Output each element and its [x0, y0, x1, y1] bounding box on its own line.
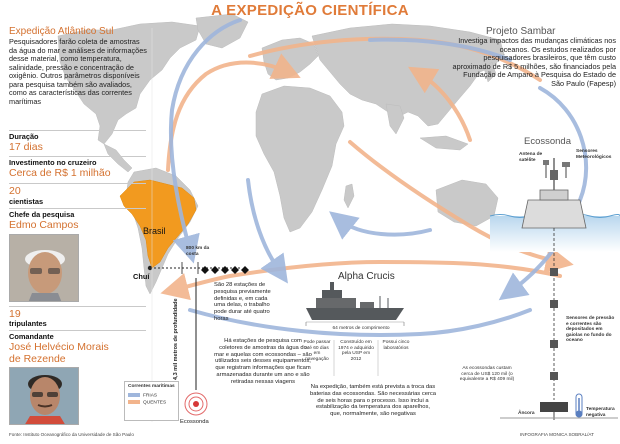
- left-block-heading: Expedição Atlântico Sul: [9, 26, 114, 37]
- ecossonda-signal: [184, 392, 208, 416]
- station-diamond: [241, 266, 249, 274]
- land-australia: [435, 179, 499, 227]
- ecossonda-diagram: [489, 158, 620, 420]
- cold-current-indian: [329, 211, 432, 240]
- crew-label: tripulantes: [9, 319, 47, 328]
- station-diamond: [231, 266, 239, 274]
- sensors-bottom-label: Sensores de pressão e correntes são depo…: [566, 316, 615, 344]
- crew-number: 19: [9, 308, 21, 320]
- legend-title: Correntes marítimas: [128, 384, 175, 389]
- stations-label: São 28 estações de pesquisa previamente …: [214, 282, 271, 322]
- ecossonda-heading: Ecossonda: [524, 136, 572, 147]
- scientists-label: cientistas: [9, 197, 44, 206]
- duration-label: Duração: [9, 132, 39, 141]
- right-block-text: Investiga impactos das mudanças climátic…: [452, 36, 616, 88]
- expedition-note: Na expedição, também está prevista a tro…: [310, 384, 436, 418]
- brasil-label: Brasil: [143, 226, 166, 236]
- station-diamond: [211, 266, 219, 274]
- station-diamond: [201, 266, 209, 274]
- stations: [201, 266, 249, 274]
- footer-credit: INFOGRAFIA MONICA SOBRAL/AT: [520, 432, 594, 437]
- investment-value: Cerca de R$ 1 milhão: [9, 167, 111, 179]
- ship-fact-labs: Possui cinco laboratórios: [382, 340, 410, 351]
- warm-swatch: [128, 400, 140, 405]
- ship-fact-built: Construído em 1974 e adquirido pela USP …: [338, 340, 374, 362]
- land-north-america: [57, 21, 201, 145]
- station-diamond: [221, 266, 229, 274]
- temperature-label: Temperatura negativa: [586, 407, 615, 418]
- commander-photo: [9, 367, 79, 425]
- ecossonda-cost: As ecossondas custam cerca de US$ 120 mi…: [459, 366, 515, 383]
- chief-name: Edmo Campos: [9, 219, 79, 231]
- cold-current-west-america: [168, 18, 242, 264]
- legend-warm-label: QUENTES: [143, 400, 167, 406]
- land-india: [385, 103, 405, 135]
- route: [147, 262, 240, 274]
- depth-label: 4,3 mil metros de profundidade: [173, 298, 179, 380]
- land-africa: [255, 85, 345, 233]
- chief-label: Chefe da pesquisa: [9, 210, 75, 219]
- ecossonda-bottom-label: Ecossonda: [180, 419, 209, 425]
- warm-current-indian-loop: [348, 140, 574, 273]
- distance-label: 800 km da costa: [186, 246, 210, 257]
- commander-label: Comandante: [9, 332, 54, 341]
- antenna-label: Antena de satélite: [519, 152, 543, 163]
- land-japan: [483, 61, 497, 83]
- commander-name: José Helvécio Morais de Rezende: [9, 341, 109, 365]
- anchor-label: Âncora: [518, 411, 535, 416]
- ship-name: Alpha Crucis: [338, 271, 395, 282]
- land-madagascar: [343, 183, 355, 209]
- ship-fact-navigation: Pode passar até 60 dias em navegação: [303, 340, 331, 362]
- right-block-heading: Projeto Sambar: [486, 26, 556, 37]
- sensors-meteo-label: Sensores Meteorológicos: [576, 149, 612, 160]
- chief-photo: [9, 234, 79, 302]
- legend-cold-label: FRIAS: [143, 392, 158, 398]
- left-block-text: Pesquisadores farão coleta de amostras d…: [9, 37, 147, 106]
- warm-current-north-pacific: [407, 66, 472, 142]
- chui-label: Chuí: [133, 272, 150, 281]
- investment-label: Investimento no cruzeiro: [9, 158, 97, 167]
- ship-alpha-crucis: [305, 282, 405, 326]
- footer-source: Fonte: Instituto Oceanográfico da Univer…: [9, 432, 134, 437]
- cold-current-atlantic-down: [246, 178, 288, 284]
- chui-marker: [147, 265, 153, 271]
- cold-current-southern: [188, 308, 532, 337]
- warm-current-southern-belt: [160, 259, 562, 301]
- stations-detail-text: Há estações de pesquisa com coletores de…: [214, 338, 312, 385]
- page-title: A EXPEDIÇÃO CIENTÍFICA: [211, 2, 409, 19]
- scientists-number: 20: [9, 185, 21, 197]
- duration-value: 17 dias: [9, 141, 43, 153]
- legend: Correntes marítimas FRIAS QUENTES: [124, 381, 179, 421]
- land-central-america: [103, 143, 133, 173]
- legend-item-cold: FRIAS: [128, 392, 175, 399]
- cold-swatch: [128, 392, 140, 397]
- cold-current-north-pacific: [368, 37, 512, 62]
- legend-item-warm: QUENTES: [128, 400, 175, 406]
- land-indonesia: [419, 135, 469, 151]
- ship-length: 64 metros de comprimento: [332, 326, 390, 331]
